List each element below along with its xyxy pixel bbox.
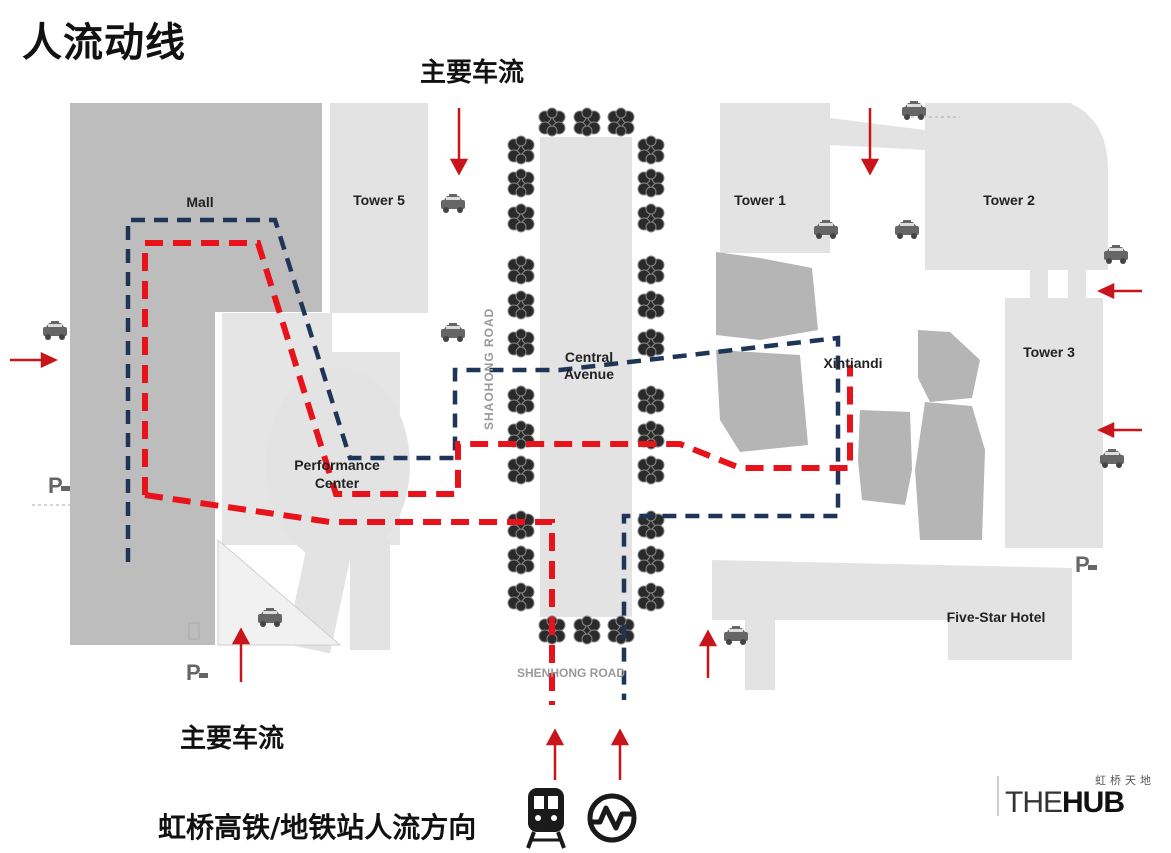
tree-icon xyxy=(637,168,665,198)
red-route xyxy=(142,240,853,705)
label-performance-2: Center xyxy=(315,475,360,491)
flow-arrow-icon xyxy=(1097,422,1115,438)
site-triangle xyxy=(217,538,342,646)
metro-icon xyxy=(587,793,637,843)
taxi-icon xyxy=(43,321,67,340)
label-tower5: Tower 5 xyxy=(353,192,405,208)
label-tower3: Tower 3 xyxy=(1023,344,1075,360)
tree-icon xyxy=(507,385,535,415)
flow-arrow-icon xyxy=(231,627,251,645)
tree-icon xyxy=(507,255,535,285)
label-mall: Mall xyxy=(186,194,213,210)
parking-icon: P xyxy=(1075,552,1097,577)
tree-icon xyxy=(507,168,535,198)
flow-label-bottom: 主要车流 xyxy=(180,724,285,754)
label-tower1: Tower 1 xyxy=(734,192,786,208)
flow-arrow-icon xyxy=(40,352,58,368)
label-central-2: Avenue xyxy=(564,366,614,382)
train-icon xyxy=(526,788,566,849)
flow-arrow-icon xyxy=(545,728,565,746)
tree-icon xyxy=(637,385,665,415)
xintiandi-blocks xyxy=(716,252,985,540)
taxi-icon xyxy=(1100,449,1124,468)
central-avenue xyxy=(540,137,632,617)
tree-icon xyxy=(637,255,665,285)
parking-icons: P P P xyxy=(48,473,1097,685)
flow-arrows xyxy=(10,108,1142,780)
logo-wordmark: THEHUB xyxy=(1005,786,1125,819)
label-xintiandi: Xintiandi xyxy=(823,355,882,371)
label-tower2: Tower 2 xyxy=(983,192,1035,208)
thehub-logo: 虹桥天地 THEHUB xyxy=(997,772,1155,822)
flow-arrow-icon xyxy=(698,629,718,647)
station-flow-label: 虹桥高铁/地铁站人流方向 xyxy=(158,811,477,844)
road-label-shenhong: SHENHONG ROAD xyxy=(517,666,625,680)
tree-icon xyxy=(637,328,665,358)
building-tower3 xyxy=(1005,298,1103,548)
building-tower1 xyxy=(720,103,830,253)
building-layer xyxy=(217,103,1108,690)
flow-arrow-icon xyxy=(1097,283,1115,299)
tree-icon xyxy=(637,545,665,575)
building-tower5 xyxy=(330,103,428,313)
tree-icon xyxy=(507,455,535,485)
tree-icon xyxy=(637,455,665,485)
building-performance-center xyxy=(266,367,410,563)
taxi-icon xyxy=(441,323,465,342)
svg-text:P: P xyxy=(186,660,201,685)
tree-icon xyxy=(607,615,635,645)
tree-icon xyxy=(573,615,601,645)
building-tower2 xyxy=(925,103,1108,270)
taxi-icon xyxy=(724,626,748,645)
flow-arrow-icon xyxy=(449,158,469,176)
tree-icon xyxy=(637,203,665,233)
tree-icon xyxy=(507,290,535,320)
tree-icon xyxy=(637,290,665,320)
road-label-shaohong: SHAOHONG ROAD xyxy=(482,308,496,430)
taxi-icon xyxy=(441,194,465,213)
tree-icon xyxy=(507,203,535,233)
page-title: 人流动线 xyxy=(22,20,186,66)
building-five-star-hotel xyxy=(712,560,1072,660)
parking-icon: P xyxy=(186,660,208,685)
flow-arrow-icon xyxy=(860,158,880,176)
tree-icon xyxy=(538,107,566,137)
tree-icon xyxy=(607,107,635,137)
tree-icon xyxy=(637,135,665,165)
logo-subtitle: 虹桥天地 xyxy=(1095,774,1155,787)
taxi-icon xyxy=(895,220,919,239)
label-central-1: Central xyxy=(565,349,613,365)
tree-icon xyxy=(507,328,535,358)
tree-icon xyxy=(507,582,535,612)
tree-icon xyxy=(573,107,601,137)
svg-text:P: P xyxy=(48,473,63,498)
tree-icon xyxy=(507,545,535,575)
flow-arrow-icon xyxy=(610,728,630,746)
label-hotel: Five-Star Hotel xyxy=(947,609,1046,625)
flow-label-top: 主要车流 xyxy=(420,58,525,88)
blue-route xyxy=(125,217,841,700)
building-mall xyxy=(70,103,322,645)
parking-icon: P xyxy=(48,473,70,498)
label-performance-1: Performance xyxy=(294,457,380,473)
tree-icon xyxy=(507,135,535,165)
svg-text:P: P xyxy=(1075,552,1090,577)
tree-icon xyxy=(637,582,665,612)
